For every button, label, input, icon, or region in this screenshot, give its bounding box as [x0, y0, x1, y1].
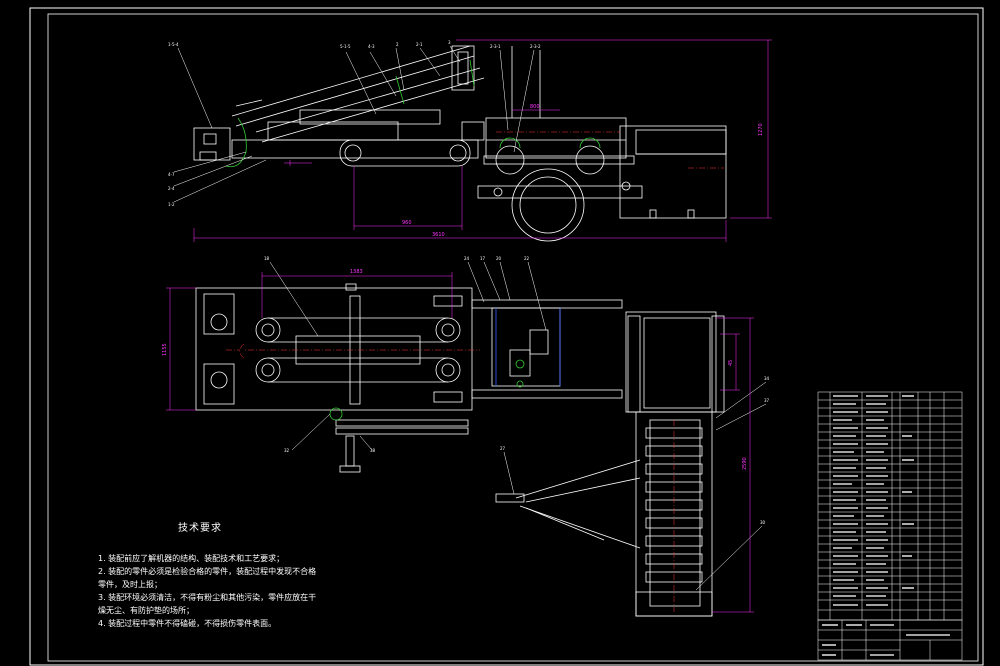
sheet-outer-border — [29, 7, 984, 666]
svg-text:5-1-5: 5-1-5 — [340, 44, 351, 49]
plan-view-dimensions — [166, 272, 754, 613]
plan-view-leaders — [269, 261, 767, 591]
dim-side-height: 1270 — [758, 123, 764, 136]
title-block-marks — [822, 624, 950, 656]
svg-text:2-3-1: 2-3-1 — [490, 44, 501, 49]
requirement-line-2: 2. 装配的零件必须是检验合格的零件，装配过程中发现不合格 — [98, 567, 317, 576]
technical-requirements-title: 技术要求 — [178, 523, 222, 534]
dim-side-track-length: 960 — [402, 220, 412, 226]
svg-text:2-4: 2-4 — [168, 186, 175, 191]
svg-text:18: 18 — [264, 256, 270, 261]
sheet-inner-border — [47, 13, 979, 662]
svg-text:22: 22 — [524, 256, 530, 261]
svg-text:37: 37 — [764, 398, 770, 403]
svg-text:3: 3 — [448, 40, 451, 45]
svg-text:32: 32 — [284, 448, 290, 453]
requirement-line-1: 1. 装配前应了解机器的结构、装配技术和工艺要求； — [98, 554, 285, 563]
plan-view-labels: 18 24 17 20 22 32 38 34 37 30 27 — [264, 256, 770, 525]
bom-text-marks — [833, 395, 914, 606]
svg-text:30: 30 — [760, 520, 766, 525]
dim-plan-frame-width: 1155 — [162, 343, 168, 356]
svg-text:4-3: 4-3 — [368, 44, 375, 49]
svg-text:2-1: 2-1 — [416, 42, 423, 47]
svg-text:2-3-2: 2-3-2 — [530, 44, 541, 49]
dim-plan-conveyor-length: 2590 — [742, 457, 748, 470]
svg-text:2: 2 — [396, 42, 399, 47]
bom-table — [817, 391, 963, 621]
dim-side-offset: 800 — [530, 104, 540, 110]
requirement-line-5: 燥无尘、有防护垫的场所； — [98, 606, 194, 615]
side-view-dimensions — [193, 39, 772, 242]
side-view-leaders — [173, 45, 535, 203]
dim-side-total-length: 3610 — [432, 232, 445, 238]
requirement-line-3: 零件，及时上报； — [98, 580, 162, 589]
svg-text:1-2: 1-2 — [168, 202, 175, 207]
side-view — [193, 45, 727, 242]
svg-text:17: 17 — [480, 256, 486, 261]
svg-text:38: 38 — [370, 448, 376, 453]
title-block — [817, 619, 963, 661]
requirement-line-6: 4. 装配过程中零件不得磕碰，不得损伤零件表面。 — [98, 619, 277, 628]
svg-text:1-5-4: 1-5-4 — [168, 42, 179, 47]
side-view-labels: 1-5-4 5-1-5 4-3 2 2-1 3 2-3-1 2-3-2 4-7 … — [168, 40, 541, 207]
svg-text:34: 34 — [764, 376, 770, 381]
plan-view-centerlines — [226, 343, 675, 612]
requirement-line-4: 3. 装配环境必须清洁，不得有粉尘和其他污染，零件应放在干 — [98, 593, 317, 602]
svg-text:20: 20 — [496, 256, 502, 261]
side-view-green-accents — [225, 59, 601, 168]
dim-plan-detail: 45 — [728, 360, 734, 366]
side-view-centerlines — [496, 131, 724, 169]
dim-plan-frame-length: 1383 — [350, 269, 363, 275]
svg-text:24: 24 — [464, 256, 470, 261]
svg-text:27: 27 — [500, 446, 506, 451]
svg-text:4-7: 4-7 — [168, 172, 175, 177]
